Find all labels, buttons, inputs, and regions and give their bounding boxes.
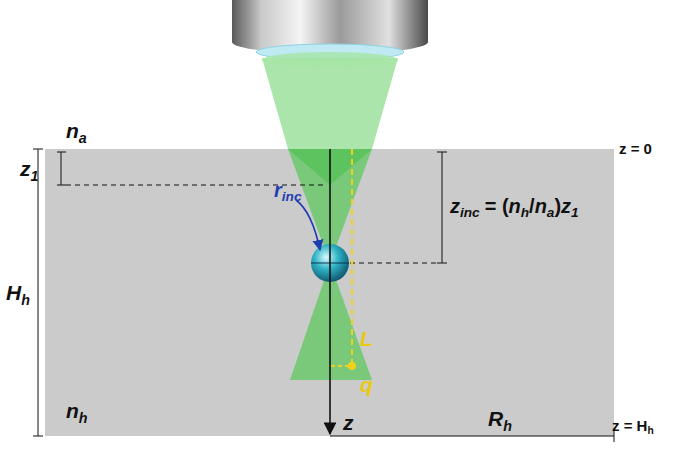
light-cone-top	[262, 52, 398, 68]
symbol-text: z	[20, 157, 31, 180]
radius-bracket	[330, 436, 614, 437]
symbol-text: n	[66, 119, 79, 142]
subscript-text: a	[79, 130, 87, 146]
zinc-tick	[437, 263, 447, 264]
path-length-label: L	[360, 328, 373, 349]
symbol-text: n	[535, 195, 547, 217]
symbol-text: z = 0	[619, 140, 652, 157]
symbol-text: n	[509, 195, 521, 217]
subscript-text: h	[503, 418, 512, 434]
zinc-dashed-line	[350, 263, 437, 264]
subscript-text: 1	[31, 168, 39, 184]
symbol-text: L	[360, 327, 373, 350]
z1-bracket	[61, 152, 62, 185]
zinc-bracket	[442, 152, 443, 263]
symbol-text: z = H	[612, 417, 647, 434]
medium-index-label: nh	[66, 400, 88, 421]
subscript-text: 1	[571, 205, 579, 220]
symbol-text: r	[274, 179, 282, 201]
symbol-text: q	[360, 373, 373, 396]
symbol-text: R	[488, 407, 503, 430]
subscript-text: h	[521, 205, 529, 220]
subscript-text: h	[79, 410, 88, 426]
z-axis	[329, 149, 331, 434]
z1-dashed-line	[66, 185, 326, 186]
radius-arrow	[296, 200, 320, 250]
symbol-text: n	[66, 399, 79, 422]
surface-label: z = 0	[619, 141, 652, 156]
symbol-text: /	[529, 195, 535, 217]
height-label: Hh	[6, 282, 30, 303]
subscript-text: inc	[282, 189, 302, 204]
subscript-text: h	[647, 425, 653, 436]
symbol-text: z	[561, 195, 571, 217]
symbol-text: z	[450, 195, 460, 217]
subscript-text: h	[21, 292, 30, 308]
radius-label: Rh	[488, 408, 512, 429]
symbol-text: z	[343, 411, 354, 434]
depth-equation: zinc= (nh/na)z1	[450, 196, 579, 216]
symbol-text: = (	[485, 195, 509, 217]
q-point	[348, 362, 356, 370]
height-bracket	[38, 149, 39, 436]
medium-index-label: na	[66, 120, 87, 141]
radius-label: rinc	[274, 180, 301, 200]
path-length-line	[351, 149, 353, 364]
z1-tick	[57, 185, 66, 186]
q-offset-line	[331, 365, 350, 367]
light-cone	[262, 58, 398, 149]
height-tick	[33, 436, 43, 437]
axis-label: z	[343, 412, 354, 433]
subscript-text: inc	[460, 205, 480, 220]
subscript-text: a	[547, 205, 555, 220]
bottom-label: z = Hh	[612, 418, 654, 433]
depth-label: z1	[20, 158, 38, 179]
symbol-text: H	[6, 281, 21, 304]
point-label: q	[360, 374, 373, 395]
symbol-text: )	[554, 195, 561, 217]
host-slab	[45, 149, 614, 436]
